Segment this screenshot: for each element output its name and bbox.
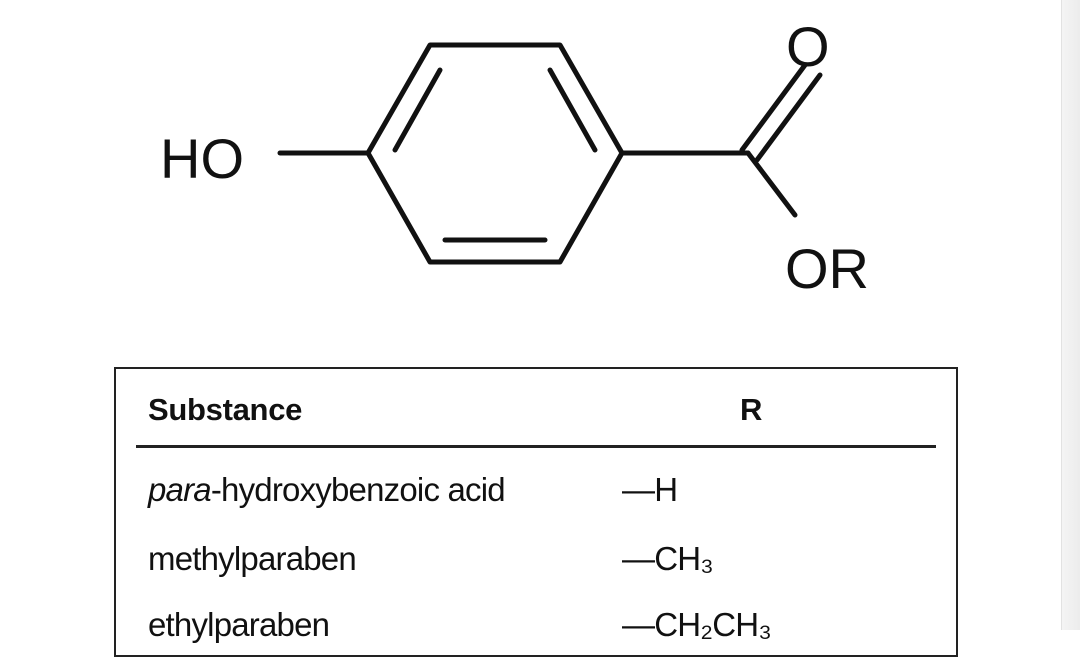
- header-substance: Substance: [148, 392, 303, 427]
- table-row-r: —H: [622, 471, 678, 508]
- ester-bond: [745, 150, 798, 218]
- header-r: R: [740, 392, 763, 427]
- ester-label: OR: [785, 237, 869, 300]
- ring-double-bond-1: [392, 67, 443, 153]
- para-prefix: para: [148, 471, 212, 508]
- carbonyl-oxygen-label: O: [786, 15, 830, 78]
- hydroxyl-label: HO: [160, 127, 244, 190]
- paraben-structure-diagram: HO O OR: [160, 15, 869, 300]
- ring-double-bond-2: [547, 67, 598, 153]
- table-row-name: methylparaben: [148, 540, 357, 577]
- carbonyl-double-bond-a: [739, 62, 808, 153]
- carbonyl-double-bond-b: [754, 72, 823, 163]
- table-row-name: ethylparaben: [148, 606, 330, 643]
- header-divider: [136, 445, 936, 448]
- name-suffix: -hydroxybenzoic acid: [210, 471, 506, 508]
- table-row-name: para-hydroxybenzoic acid: [148, 471, 506, 509]
- table-row-r: —CH₃: [622, 540, 714, 577]
- scrollbar-track[interactable]: [1061, 0, 1080, 630]
- benzene-ring: [365, 42, 625, 265]
- table-row-r: —CH₂CH₃: [622, 606, 772, 643]
